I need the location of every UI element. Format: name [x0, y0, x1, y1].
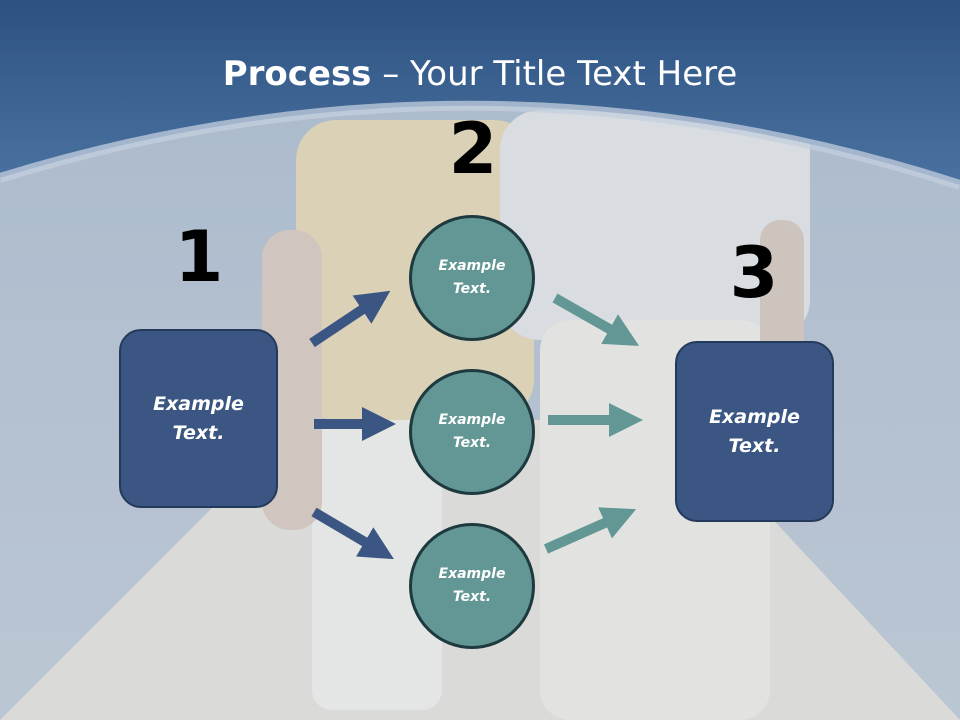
left-box-text: Example Text.	[153, 392, 244, 444]
circle-text-middle: Example Text.	[438, 412, 506, 451]
circle-text-bottom: Example Text.	[438, 566, 506, 605]
process-circle-top: Example Text.	[409, 215, 535, 341]
right-box-text: Example Text.	[709, 405, 800, 457]
process-circle-bottom: Example Text.	[409, 523, 535, 649]
left-box: Example Text.	[119, 329, 278, 508]
circle-text-top: Example Text.	[438, 258, 506, 297]
page-title: Process – Your Title Text Here	[0, 52, 960, 96]
title-rest: – Your Title Text Here	[371, 54, 738, 94]
arrow-top-to-right	[552, 293, 640, 346]
arrow-bottom-to-right	[543, 507, 637, 554]
step-number-1: 1	[174, 216, 224, 298]
step-number-2: 2	[448, 108, 498, 190]
right-box: Example Text.	[675, 341, 834, 522]
arrow-left-to-bottom	[311, 507, 394, 560]
title-bold: Process	[222, 54, 372, 94]
arrow-left-to-top	[309, 290, 391, 348]
process-circle-middle: Example Text.	[409, 369, 535, 495]
step-number-3: 3	[729, 232, 779, 314]
